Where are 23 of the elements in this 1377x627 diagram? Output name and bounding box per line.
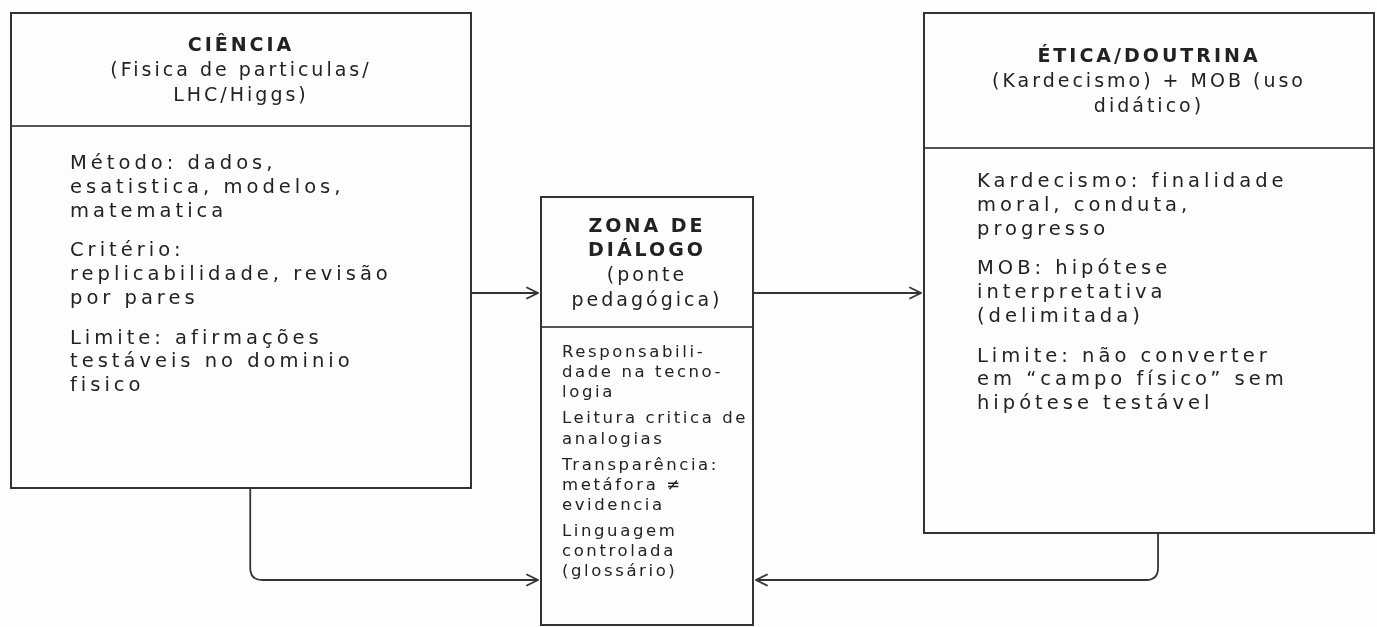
arrow (753, 286, 922, 300)
card-text: Critério: replicabilidade, revisão por pares (70, 238, 393, 310)
concept-card (923, 12, 1375, 534)
card-subtitle: (ponte pedagógica) (570, 262, 724, 312)
concept-card (10, 12, 472, 489)
card-subtitle: (Kardecismo) + MOB (uso didático) (991, 68, 1307, 118)
arrow (755, 533, 1159, 587)
card-title: ÉTICA/DOUTRINA (1037, 43, 1261, 69)
card-text: Limite: não converter em “campo físico” sem hipótese testável (977, 343, 1289, 416)
card-text: Transparência: metáfora ≠ evidencia (562, 454, 720, 515)
concept-card (540, 196, 754, 626)
card-title: CIÊNCIA (187, 32, 295, 58)
card-title: ZONA DE DIÁLOGO (587, 212, 707, 262)
card-text: Kardecismo: finalidade moral, conduta, progresso (977, 169, 1289, 241)
card-text: Método: dados, esatistica, modelos, matematica (70, 151, 346, 223)
arrow (249, 488, 539, 587)
card-text: Leitura critica de analogias (562, 408, 750, 449)
card-text: MOB: hipótese interpretativa (delimitada) (977, 256, 1173, 328)
arrow (471, 286, 539, 300)
card-text: Responsabili- dade na tecno- logia (562, 342, 725, 403)
card-text: Limite: afirmações testáveis no dominio fisico (70, 325, 355, 398)
card-text: Linguagem controlada (glossário) (562, 521, 679, 582)
card-subtitle: (Fisica de particulas/ LHC/Higgs) (109, 57, 373, 107)
